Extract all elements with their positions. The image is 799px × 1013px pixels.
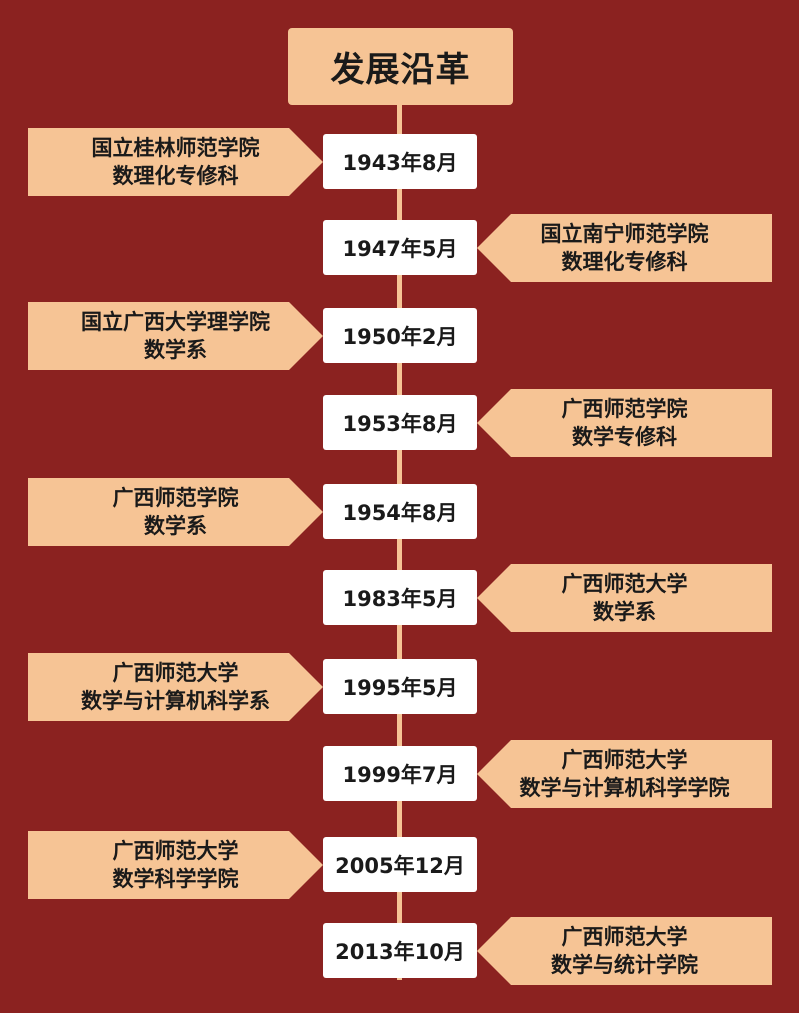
label-institution: 广西师范大学 (112, 661, 239, 685)
page-title: 发展沿革 (288, 28, 513, 105)
timeline-label-1983: 广西师范大学 数学系 (477, 564, 772, 632)
timeline-label-1947: 国立南宁师范学院 数理化专修科 (477, 214, 772, 282)
timeline-date-1954: 1954年8月 (323, 484, 477, 539)
timeline-label-1995: 广西师范大学 数学与计算机科学系 (28, 653, 323, 721)
label-department: 数学专修科 (572, 425, 677, 449)
timeline-label-1953: 广西师范学院 数学专修科 (477, 389, 772, 457)
label-department: 数学科学学院 (112, 867, 239, 891)
timeline-label-2013: 广西师范大学 数学与统计学院 (477, 917, 772, 985)
label-institution: 广西师范大学 (112, 839, 239, 863)
label-institution: 广西师范大学 (561, 925, 688, 949)
label-institution: 广西师范大学 (561, 748, 688, 772)
label-department: 数理化专修科 (112, 164, 239, 188)
label-institution: 国立广西大学理学院 (81, 310, 270, 334)
label-department: 数学与计算机科学学院 (519, 776, 730, 800)
label-department: 数学系 (144, 514, 207, 538)
timeline-label-1954: 广西师范学院 数学系 (28, 478, 323, 546)
timeline-label-1999: 广西师范大学 数学与计算机科学学院 (477, 740, 772, 808)
timeline-date-2013: 2013年10月 (323, 923, 477, 978)
timeline-spine (397, 105, 402, 980)
timeline-date-1947: 1947年5月 (323, 220, 477, 275)
timeline-date-1950: 1950年2月 (323, 308, 477, 363)
label-institution: 国立桂林师范学院 (91, 136, 260, 160)
timeline-label-1943: 国立桂林师范学院 数理化专修科 (28, 128, 323, 196)
label-institution: 国立南宁师范学院 (540, 222, 709, 246)
label-institution: 广西师范学院 (112, 486, 239, 510)
label-department: 数学与统计学院 (551, 953, 698, 977)
label-institution: 广西师范学院 (561, 397, 688, 421)
label-department: 数学与计算机科学系 (81, 689, 270, 713)
timeline-date-1995: 1995年5月 (323, 659, 477, 714)
timeline-date-1983: 1983年5月 (323, 570, 477, 625)
timeline-date-1953: 1953年8月 (323, 395, 477, 450)
timeline-label-2005: 广西师范大学 数学科学学院 (28, 831, 323, 899)
timeline-label-1950: 国立广西大学理学院 数学系 (28, 302, 323, 370)
timeline-date-1999: 1999年7月 (323, 746, 477, 801)
label-institution: 广西师范大学 (561, 572, 688, 596)
label-department: 数理化专修科 (561, 250, 688, 274)
timeline-date-2005: 2005年12月 (323, 837, 477, 892)
label-department: 数学系 (144, 338, 207, 362)
timeline-date-1943: 1943年8月 (323, 134, 477, 189)
label-department: 数学系 (593, 600, 656, 624)
